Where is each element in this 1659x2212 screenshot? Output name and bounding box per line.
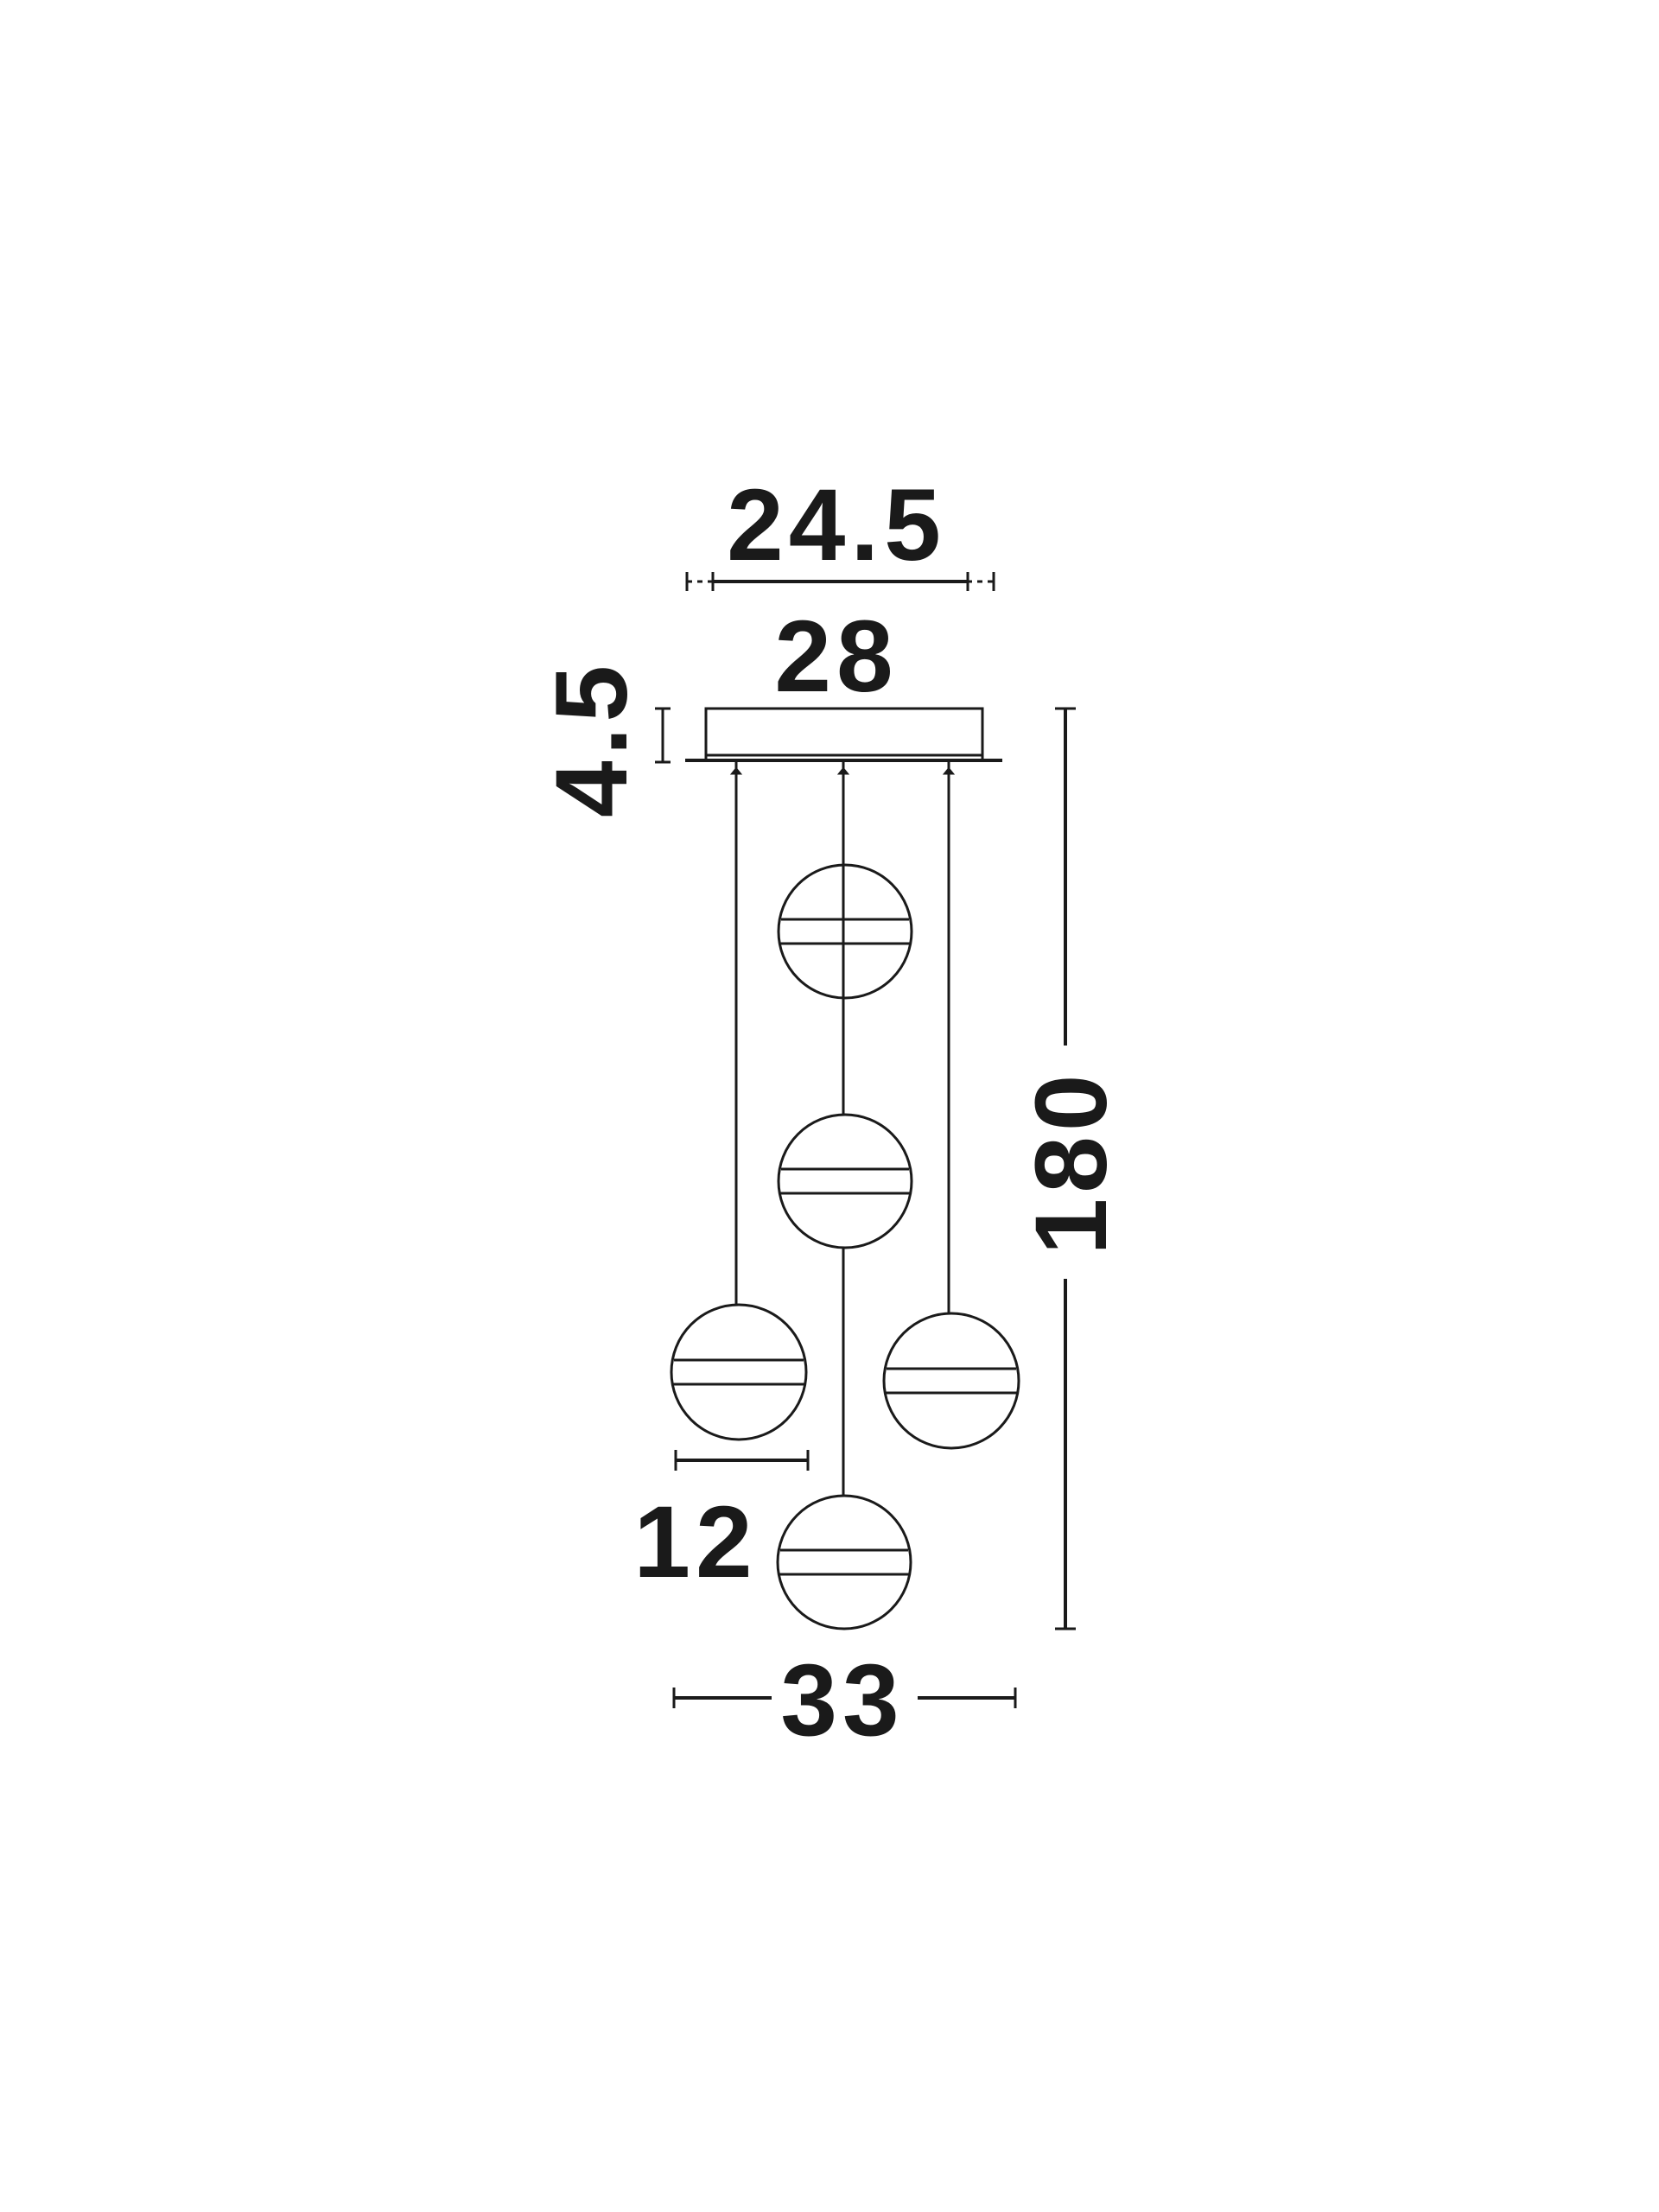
dimension-4-5: 4.5	[535, 660, 671, 817]
globe-middle	[777, 1113, 913, 1249]
dimension-33: 33	[672, 1643, 1017, 1758]
canopy	[685, 707, 1002, 762]
dimension-180: 180	[1014, 707, 1128, 1630]
globe-right	[882, 1312, 1020, 1450]
globe-top	[777, 863, 913, 1000]
globe-left	[670, 1303, 808, 1441]
dimension-label-24-5: 24.5	[727, 468, 946, 582]
dimension-label-12: 12	[633, 1485, 757, 1599]
dimension-label-33: 33	[780, 1643, 904, 1758]
dimension-24-5: 24.5	[685, 468, 995, 591]
dimension-label-180: 180	[1014, 1070, 1128, 1255]
globe-bottom	[776, 1494, 912, 1630]
dimension-label-4-5: 4.5	[535, 660, 649, 817]
dimension-12: 12	[633, 1450, 810, 1599]
dimension-label-28: 28	[774, 600, 898, 714]
